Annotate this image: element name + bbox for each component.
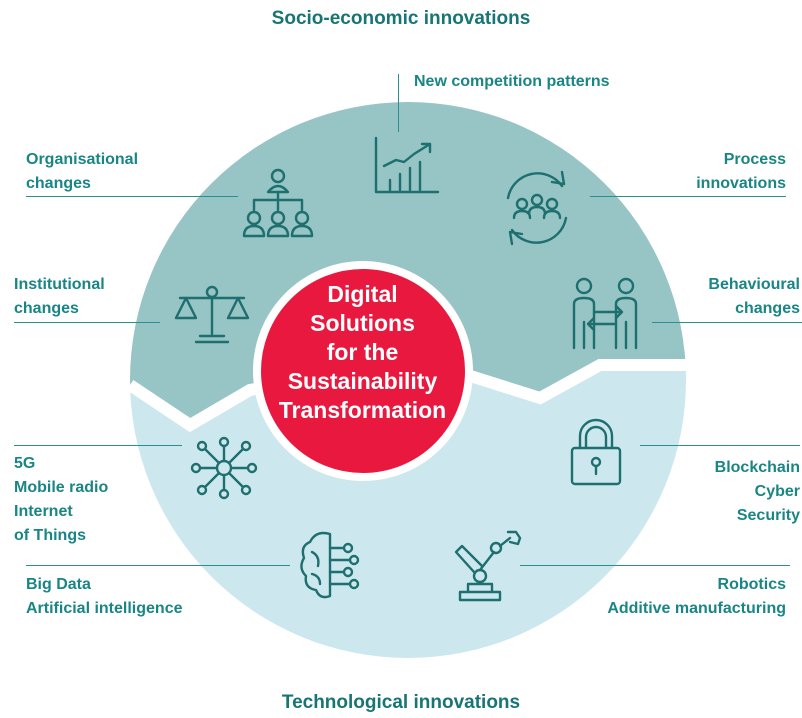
connector-line xyxy=(26,565,290,566)
technological-heading: Technological innovations xyxy=(281,692,521,713)
robot-arm-icon xyxy=(454,530,522,602)
center-circle xyxy=(253,261,473,481)
label-mobile-iot: 5G Mobile radio Internet of Things xyxy=(14,455,109,544)
label-new-competition: New competition patterns xyxy=(414,73,610,90)
connector-line xyxy=(652,322,802,323)
label-blockchain: Blockchain Cyber Security xyxy=(714,459,800,524)
label-institutional: Institutional changes xyxy=(14,276,105,317)
connector-line xyxy=(26,196,238,197)
padlock-icon xyxy=(570,418,622,486)
growth-chart-icon xyxy=(374,136,440,194)
socio-economic-heading: Socio-economic innovations xyxy=(271,8,531,29)
label-process: Process innovations xyxy=(696,151,786,192)
label-robotics: Robotics Additive manufacturing xyxy=(607,576,786,617)
label-bigdata-ai: Big Data Artificial intelligence xyxy=(26,576,183,617)
org-hierarchy-icon xyxy=(242,168,314,238)
connector-line xyxy=(590,196,786,197)
label-behavioural: Behavioural changes xyxy=(708,276,800,317)
connector-line xyxy=(14,322,160,323)
connector-line xyxy=(520,565,790,566)
label-organisational: Organisational changes xyxy=(26,151,139,192)
ai-brain-icon xyxy=(300,531,360,599)
connector-line xyxy=(640,445,800,446)
network-hub-icon xyxy=(190,436,258,500)
people-exchange-icon xyxy=(572,277,638,350)
center-title: Digital Solutions for the Sustainability… xyxy=(278,281,447,423)
connector-line xyxy=(14,445,182,446)
connector-line xyxy=(398,74,399,132)
scales-icon xyxy=(174,285,250,344)
people-cycle-icon xyxy=(506,170,568,246)
